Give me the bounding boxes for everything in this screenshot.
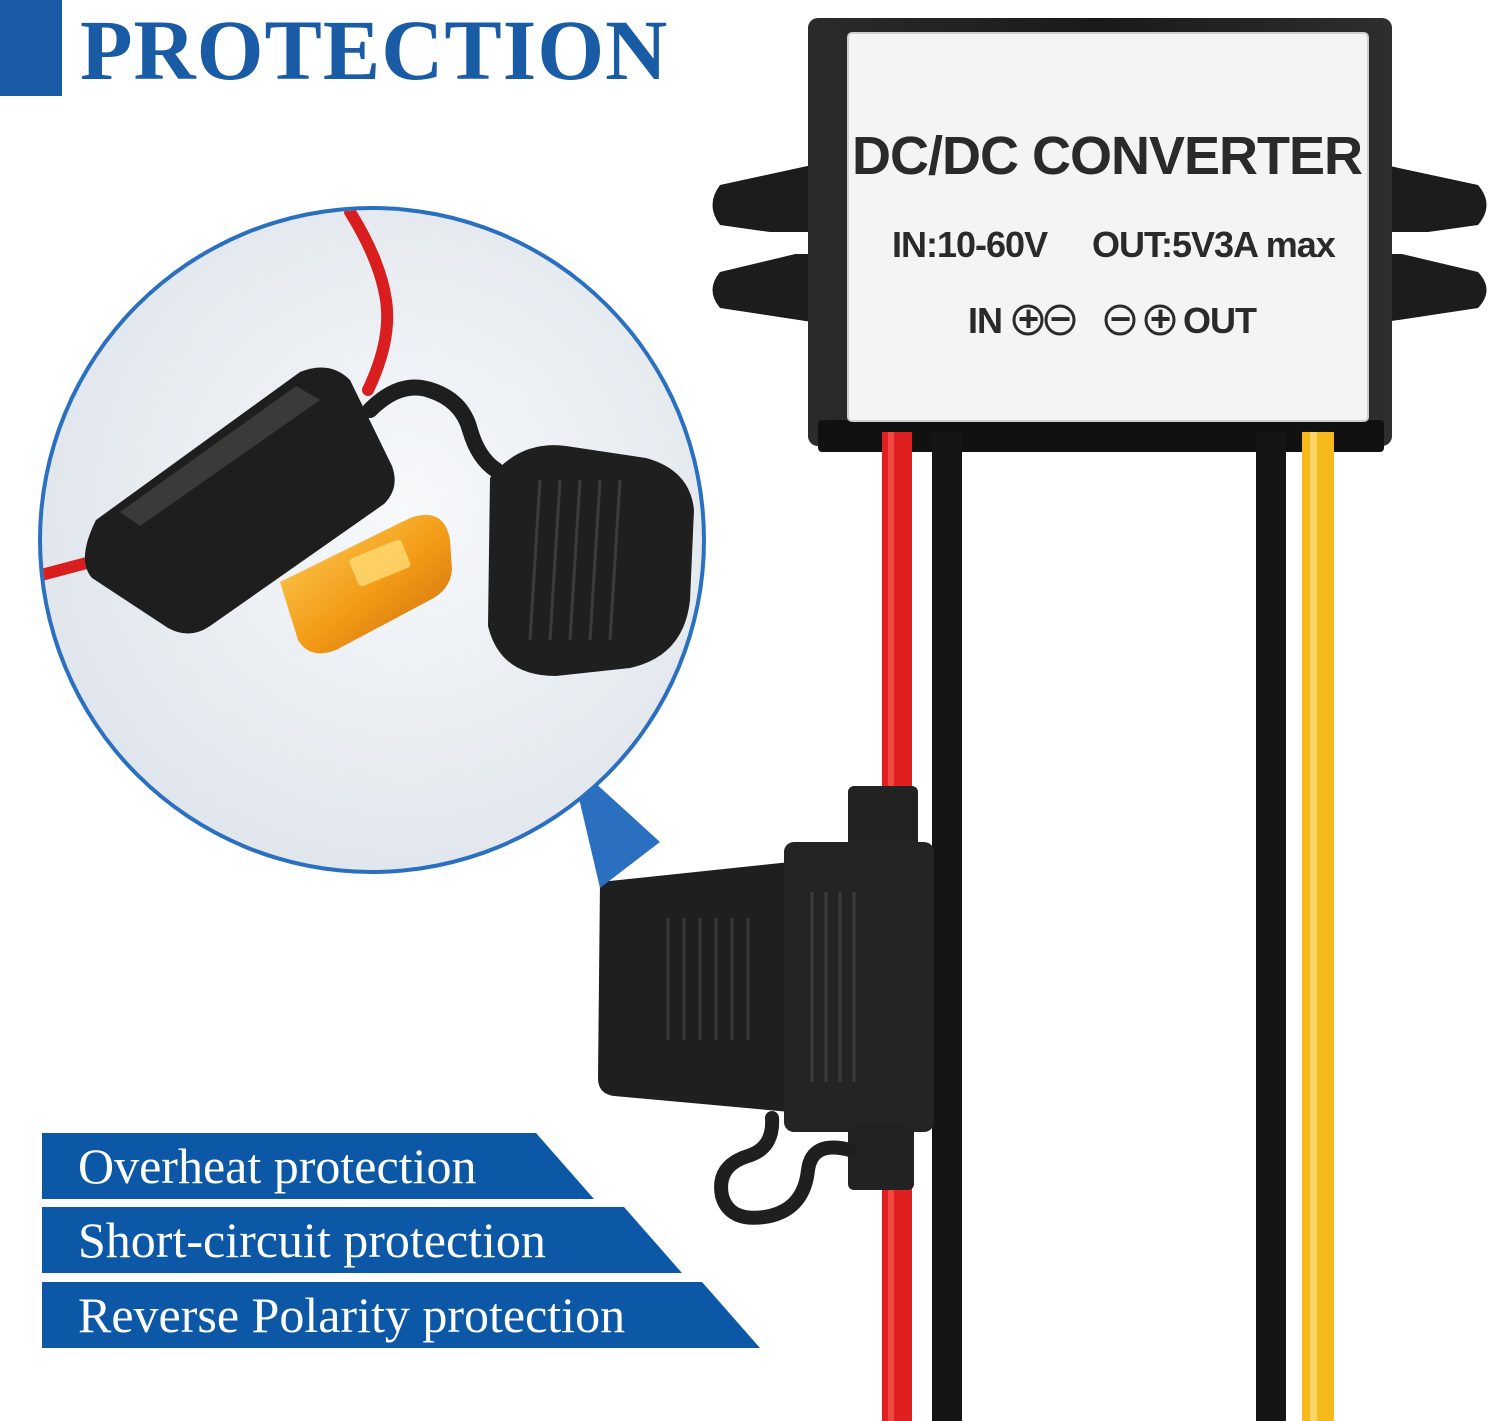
fuse-holder-bottom-collar bbox=[848, 1124, 914, 1190]
fuse-callout bbox=[38, 206, 706, 874]
fuse-cap-grip-lines bbox=[666, 918, 750, 1040]
left-mount-slot bbox=[710, 232, 812, 254]
left-mount-tab-lower bbox=[712, 250, 812, 322]
fuse-holder-top-collar bbox=[848, 786, 918, 850]
feature-banner-reverse-polarity: Reverse Polarity protection bbox=[42, 1282, 760, 1348]
inline-fuse-holder bbox=[598, 786, 934, 1225]
converter-title: DC/DC CONVERTER bbox=[852, 126, 1362, 186]
left-mount-tab bbox=[712, 165, 812, 238]
input-spec: IN:10-60V bbox=[892, 224, 1048, 265]
feature-label: Overheat protection bbox=[78, 1138, 477, 1194]
output-positive-wire bbox=[1302, 432, 1334, 1421]
out-terminal-label: OUT bbox=[1183, 300, 1257, 341]
callout-fuse-holder-body bbox=[84, 367, 395, 634]
right-mount-slot bbox=[1385, 232, 1497, 254]
callout-pointer bbox=[570, 760, 660, 888]
out-minus-symbol: − bbox=[1110, 298, 1130, 339]
input-negative-wire bbox=[932, 432, 962, 1421]
in-plus-terminal: + bbox=[1012, 298, 1044, 339]
in-terminal-label: IN bbox=[968, 300, 1002, 341]
feature-banner-overheat: Overheat protection bbox=[42, 1133, 594, 1199]
out-minus-terminal: − bbox=[1104, 298, 1136, 339]
page-title: PROTECTION bbox=[80, 2, 669, 98]
right-mount-tab bbox=[1385, 165, 1487, 238]
out-plus-symbol: + bbox=[1150, 298, 1170, 339]
feature-label: Reverse Polarity protection bbox=[78, 1287, 626, 1343]
output-positive-wire-highlight bbox=[1310, 432, 1317, 1421]
callout-red-wire-top bbox=[344, 210, 394, 396]
fuse-holder-cap bbox=[598, 862, 790, 1112]
feature-label: Short-circuit protection bbox=[78, 1212, 546, 1268]
callout-cap-tether bbox=[362, 379, 504, 478]
in-plus-symbol: + bbox=[1018, 298, 1038, 339]
fuse-holder-body bbox=[784, 842, 934, 1132]
header-accent-block bbox=[0, 0, 62, 96]
feature-banner-short-circuit: Short-circuit protection bbox=[42, 1207, 682, 1273]
fuse-body-grip-lines bbox=[810, 892, 856, 1082]
callout-fuse-cap bbox=[488, 445, 694, 676]
converter-label-plate bbox=[847, 32, 1369, 422]
in-minus-symbol: − bbox=[1050, 298, 1070, 339]
output-negative-wire bbox=[1256, 432, 1286, 1421]
output-spec: OUT:5V3A max bbox=[1092, 224, 1336, 265]
in-minus-terminal: − bbox=[1044, 298, 1076, 339]
out-plus-terminal: + bbox=[1144, 298, 1176, 339]
right-mount-tab-lower bbox=[1385, 250, 1487, 322]
callout-fuse-window bbox=[349, 539, 411, 587]
fuse-cap-tether bbox=[714, 1111, 857, 1225]
converter-mount-tabs bbox=[710, 165, 1497, 322]
callout-fuse-holder-highlight bbox=[120, 386, 320, 526]
callout-cap-grip-lines bbox=[528, 479, 622, 641]
